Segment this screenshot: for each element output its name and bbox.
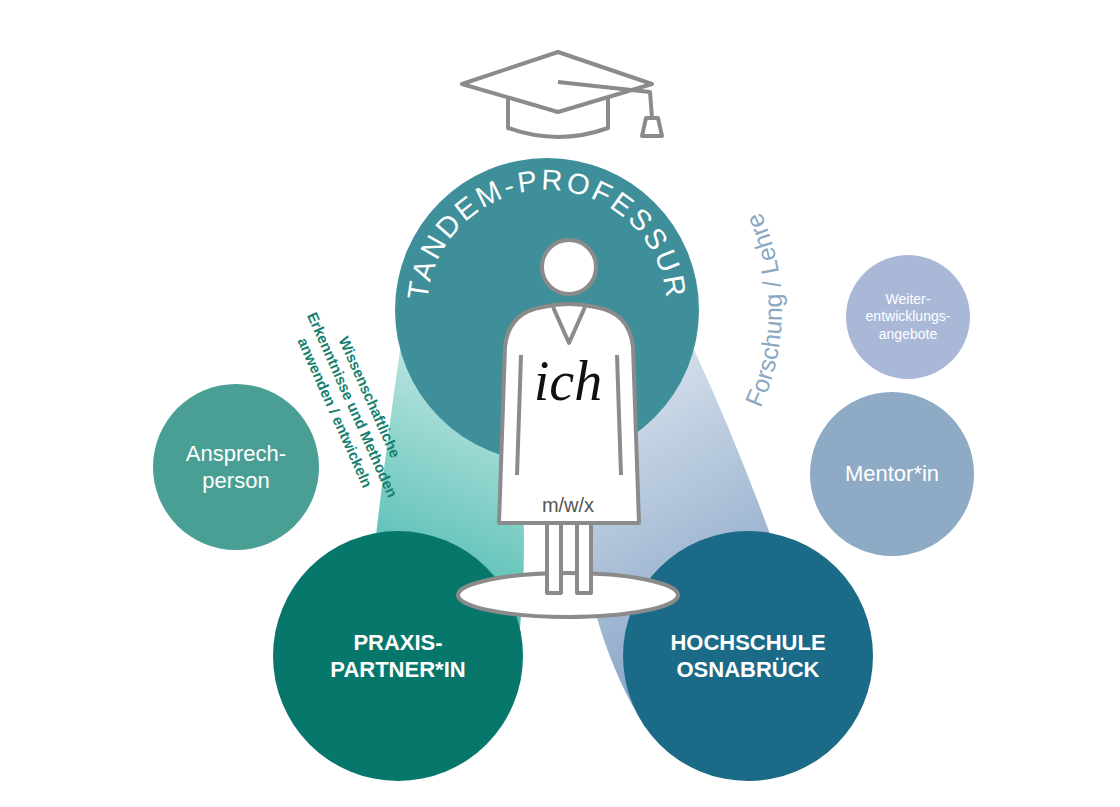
circle-content: Weiter- entwicklungs- angebote <box>846 255 970 379</box>
contact-circle: Ansprech- person <box>153 384 319 550</box>
topic-arc-text: Forschung / Lehre <box>739 210 787 411</box>
circle-label: Ansprech- person <box>171 440 301 495</box>
gender-note: m/w/x <box>455 495 681 515</box>
circle-label: Weiter- entwicklungs- angebote <box>856 291 960 344</box>
figure-base <box>458 573 678 617</box>
topic-label: Forschung / Lehre <box>739 210 787 411</box>
circle-label: PRAXIS- PARTNER*IN <box>308 629 488 684</box>
hat-tassel <box>642 118 662 136</box>
figure-collar <box>553 307 585 343</box>
figure-gown <box>499 304 639 523</box>
circle-fill <box>846 255 970 379</box>
offers-circle: Weiter- entwicklungs- angebote <box>846 255 970 379</box>
circle-fill <box>810 392 974 556</box>
partner-circle: PRAXIS- PARTNER*IN <box>273 531 523 781</box>
graduation-hat <box>462 52 662 137</box>
label-arc <box>713 144 782 476</box>
circle-content: HOCHSCHULE OSNABRÜCK <box>623 531 873 781</box>
circle-fill <box>273 531 523 781</box>
title-arc-text: TANDEM-PROFESSUR <box>401 164 693 302</box>
hat-cord <box>558 82 652 118</box>
circle-fill <box>623 531 873 781</box>
mentor-circle: Mentor*in <box>810 392 974 556</box>
circle-shape <box>273 531 523 781</box>
title-text: TANDEM-PROFESSUR <box>401 164 693 302</box>
circle-shape <box>153 384 319 550</box>
figure-outline <box>458 240 678 617</box>
figure-shape <box>455 235 681 625</box>
figure-word: ich <box>455 353 681 409</box>
circle-label: Mentor*in <box>845 460 939 488</box>
circle-content: PRAXIS- PARTNER*IN <box>273 531 523 781</box>
circle-shape <box>623 531 873 781</box>
circle-content: Mentor*in <box>810 392 974 556</box>
circle-fill <box>153 384 319 550</box>
university-circle: HOCHSCHULE OSNABRÜCK <box>623 531 873 781</box>
hat-board <box>462 52 652 112</box>
figure-leg <box>577 515 591 593</box>
figure-leg <box>547 515 561 593</box>
figure-head <box>542 240 596 294</box>
circle-content: Ansprech- person <box>153 384 319 550</box>
circle-label: HOCHSCHULE OSNABRÜCK <box>653 629 843 684</box>
person-figure: ich m/w/x <box>455 235 681 625</box>
